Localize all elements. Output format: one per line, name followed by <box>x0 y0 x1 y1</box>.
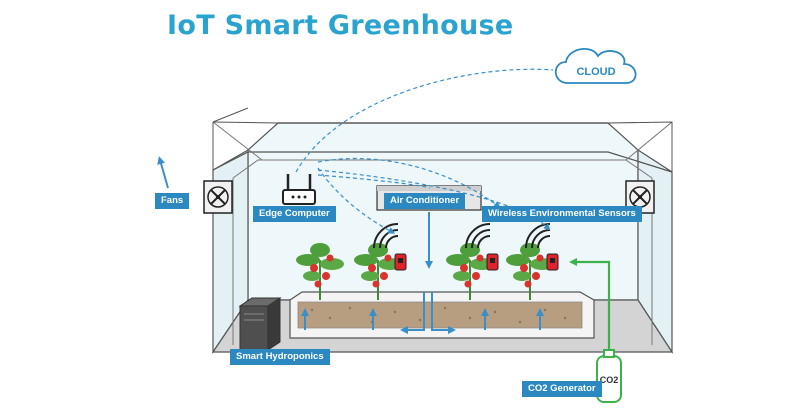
smart-hydroponics-label: Smart Hydroponics <box>230 349 330 365</box>
link-edge-to-sensors <box>317 157 501 209</box>
co2-tank-label: CO2 <box>600 375 619 385</box>
page-title: IoT Smart Greenhouse <box>167 10 514 41</box>
cloud-icon: CLOUD <box>554 48 637 84</box>
hydroponics-controller <box>238 297 282 351</box>
co2-tank: CO2 <box>596 349 622 403</box>
wireless-sensors-label: Wireless Environmental Sensors <box>482 206 642 222</box>
sensor-2 <box>465 223 499 271</box>
sensor-1 <box>373 223 407 271</box>
circulation-arrow-left <box>400 292 425 334</box>
fan-left-icon <box>203 180 233 214</box>
cloud-label: CLOUD <box>576 66 615 78</box>
fan-exhaust-arrow <box>157 156 169 189</box>
circulation-arrow-right <box>431 292 456 334</box>
edge-computer-icon <box>282 174 316 205</box>
flow-arrows <box>157 156 544 334</box>
co2-generator-label: CO2 Generator <box>522 381 602 397</box>
edge-computer-label: Edge Computer <box>253 206 336 222</box>
co2-supply-line <box>569 258 611 350</box>
air-conditioner-label: Air Conditioner <box>384 193 466 209</box>
link-edge-to-cloud <box>295 68 554 173</box>
communication-links <box>295 68 554 234</box>
link-edge-to-sensor-3 <box>317 169 551 231</box>
fans-label: Fans <box>155 193 190 209</box>
tomato-plant-1 <box>296 243 344 300</box>
hydroponics-bed <box>289 291 595 339</box>
link-edge-to-ac <box>317 174 431 189</box>
